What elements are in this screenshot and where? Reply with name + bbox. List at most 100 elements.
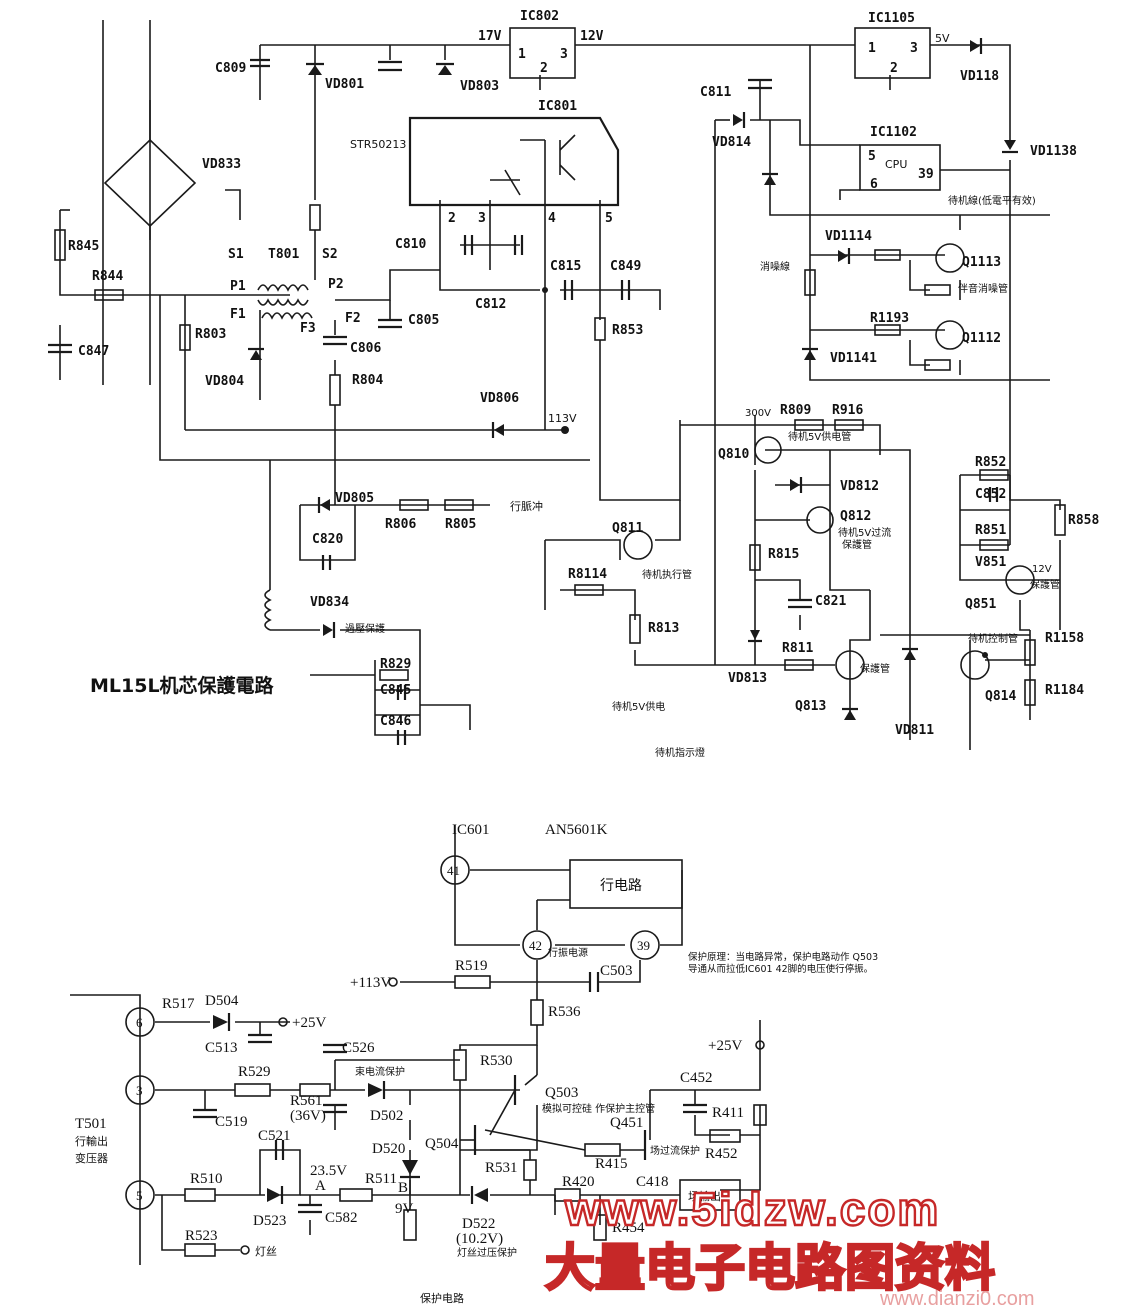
ic601-part: AN5601K [545,822,608,838]
ic1102-label: IC1102 [870,125,917,140]
label-vd1114: VD1114 [825,229,872,244]
v25a-label: +25V [292,1015,326,1031]
label-q813: Q813 [795,699,826,714]
ic801-pin4: 4 [548,211,556,226]
pin39-label: 39 [637,938,650,953]
top-components [48,27,1066,745]
label-s1: S1 [228,247,244,262]
label-23-5v: 23.5V [310,1163,347,1179]
pin41-label: 41 [447,863,460,878]
label-p2: P2 [328,277,344,292]
label-d522: D522 [462,1216,495,1232]
note-q812-protect: 保護管 [842,538,872,551]
label-t501-desc2: 变压器 [75,1151,108,1165]
label-q810: Q810 [718,447,749,462]
label-q503: Q503 [545,1085,578,1101]
note-standby-5v-supply: 待机5V供电 [612,700,665,713]
label-q451: Q451 [610,1115,643,1131]
label-r858: R858 [1068,513,1099,528]
label-r815: R815 [768,547,799,562]
note-over-protect: 過壓保護 [345,622,385,635]
label-filament: 灯丝 [255,1245,277,1258]
r-q1112-symbol [924,359,951,371]
label-r517: R517 [162,996,195,1012]
r813-symbol [629,614,641,644]
label-r511: R511 [365,1171,397,1187]
r1193-symbol [874,324,901,336]
label-r411: R411 [712,1105,744,1121]
label-c519: C519 [215,1114,248,1130]
label-r523: R523 [185,1228,218,1244]
label-r916: R916 [832,403,863,418]
r1184-symbol [1024,679,1036,706]
label-vd1138: VD1138 [1030,144,1077,159]
label-c811: C811 [700,85,731,100]
label-c847: C847 [78,344,109,359]
note-standby-5v-tube: 待机5V供电管 [788,430,851,443]
label-q851: Q851 [965,597,996,612]
r-s2-symbol [309,204,321,231]
label-t801: T801 [268,247,299,262]
ic802-label: IC802 [520,9,559,24]
label-r519: R519 [455,958,488,974]
label-9v: 9V [395,1201,414,1217]
label-r561: R561 [290,1093,323,1109]
label-c452: C452 [680,1070,713,1086]
v25b-label: +25V [708,1038,742,1054]
label-vd1141: VD1141 [830,351,877,366]
ic802-out-voltage: 12V [580,29,604,44]
label-c521: C521 [258,1128,291,1144]
label-t501: T501 [75,1116,107,1132]
r858-symbol [1054,504,1066,536]
label-vd851: V851 [975,555,1006,570]
label-vd834: VD834 [310,595,349,610]
ic1105-out-voltage: 5V [935,32,950,45]
t501-node-6: 6 [136,1015,143,1030]
label-c806: C806 [350,341,381,356]
line-circuit-label: 行电路 [600,878,642,894]
principle-text: 保护原理：当电路异常，保护电路动作 Q503 导通从而拉低IC601 42脚的电… [688,951,881,975]
r809-symbol [794,419,824,431]
label-c805: C805 [408,313,439,328]
r916-symbol [834,419,864,431]
r845-symbol [54,229,66,261]
label-c809: C809 [215,61,246,76]
label-113v: 113V [548,412,577,425]
label-vd803: VD803 [460,79,499,94]
note-mute-line: 消噪線 [760,260,790,273]
top-labels: IC802 17V 12V 1 3 2 IC1105 1 3 2 5V IC80… [68,9,1099,759]
bottom-title: 保护电路 [420,1291,464,1305]
label-r536: R536 [548,1004,581,1020]
label-vd811: VD811 [895,723,934,738]
line-osc-supply-label: 行振电源 [548,946,588,959]
watermark: www.5idzw.com 大量电子电路图资料 www.dianzi0.com [544,1182,1035,1309]
label-r1193: R1193 [870,311,909,326]
pin42-label: 42 [529,938,542,953]
ic801-part: STR50213 [350,138,406,151]
label-d523: D523 [253,1213,286,1229]
r805-symbol [444,499,474,511]
label-r415: R415 [595,1156,628,1172]
watermark-cn: 大量电子电路图资料 [545,1239,995,1297]
label-vd118: VD118 [960,69,999,84]
ic601-label: IC601 [452,822,490,838]
ic1105-pin3: 3 [910,41,918,56]
note-standby-line: 待机線(低電平有效) [948,194,1036,207]
ic802-pin1: 1 [518,47,526,62]
label-q504: Q504 [425,1136,459,1152]
watermark-url: www.5idzw.com [564,1183,940,1235]
r829-symbol [379,669,409,681]
r852-symbol [979,469,1009,481]
label-vd806: VD806 [480,391,519,406]
note-standby-exec: 待机执行管 [642,568,692,581]
label-r803: R803 [195,327,226,342]
label-r829: R829 [380,657,411,672]
label-vd812: VD812 [840,479,879,494]
label-c845: C845 [380,683,411,698]
label-vd805: VD805 [335,491,374,506]
ic801-pin2: 2 [448,211,456,226]
label-c815: C815 [550,259,581,274]
label-vd804: VD804 [205,374,244,389]
label-r811: R811 [782,641,813,656]
